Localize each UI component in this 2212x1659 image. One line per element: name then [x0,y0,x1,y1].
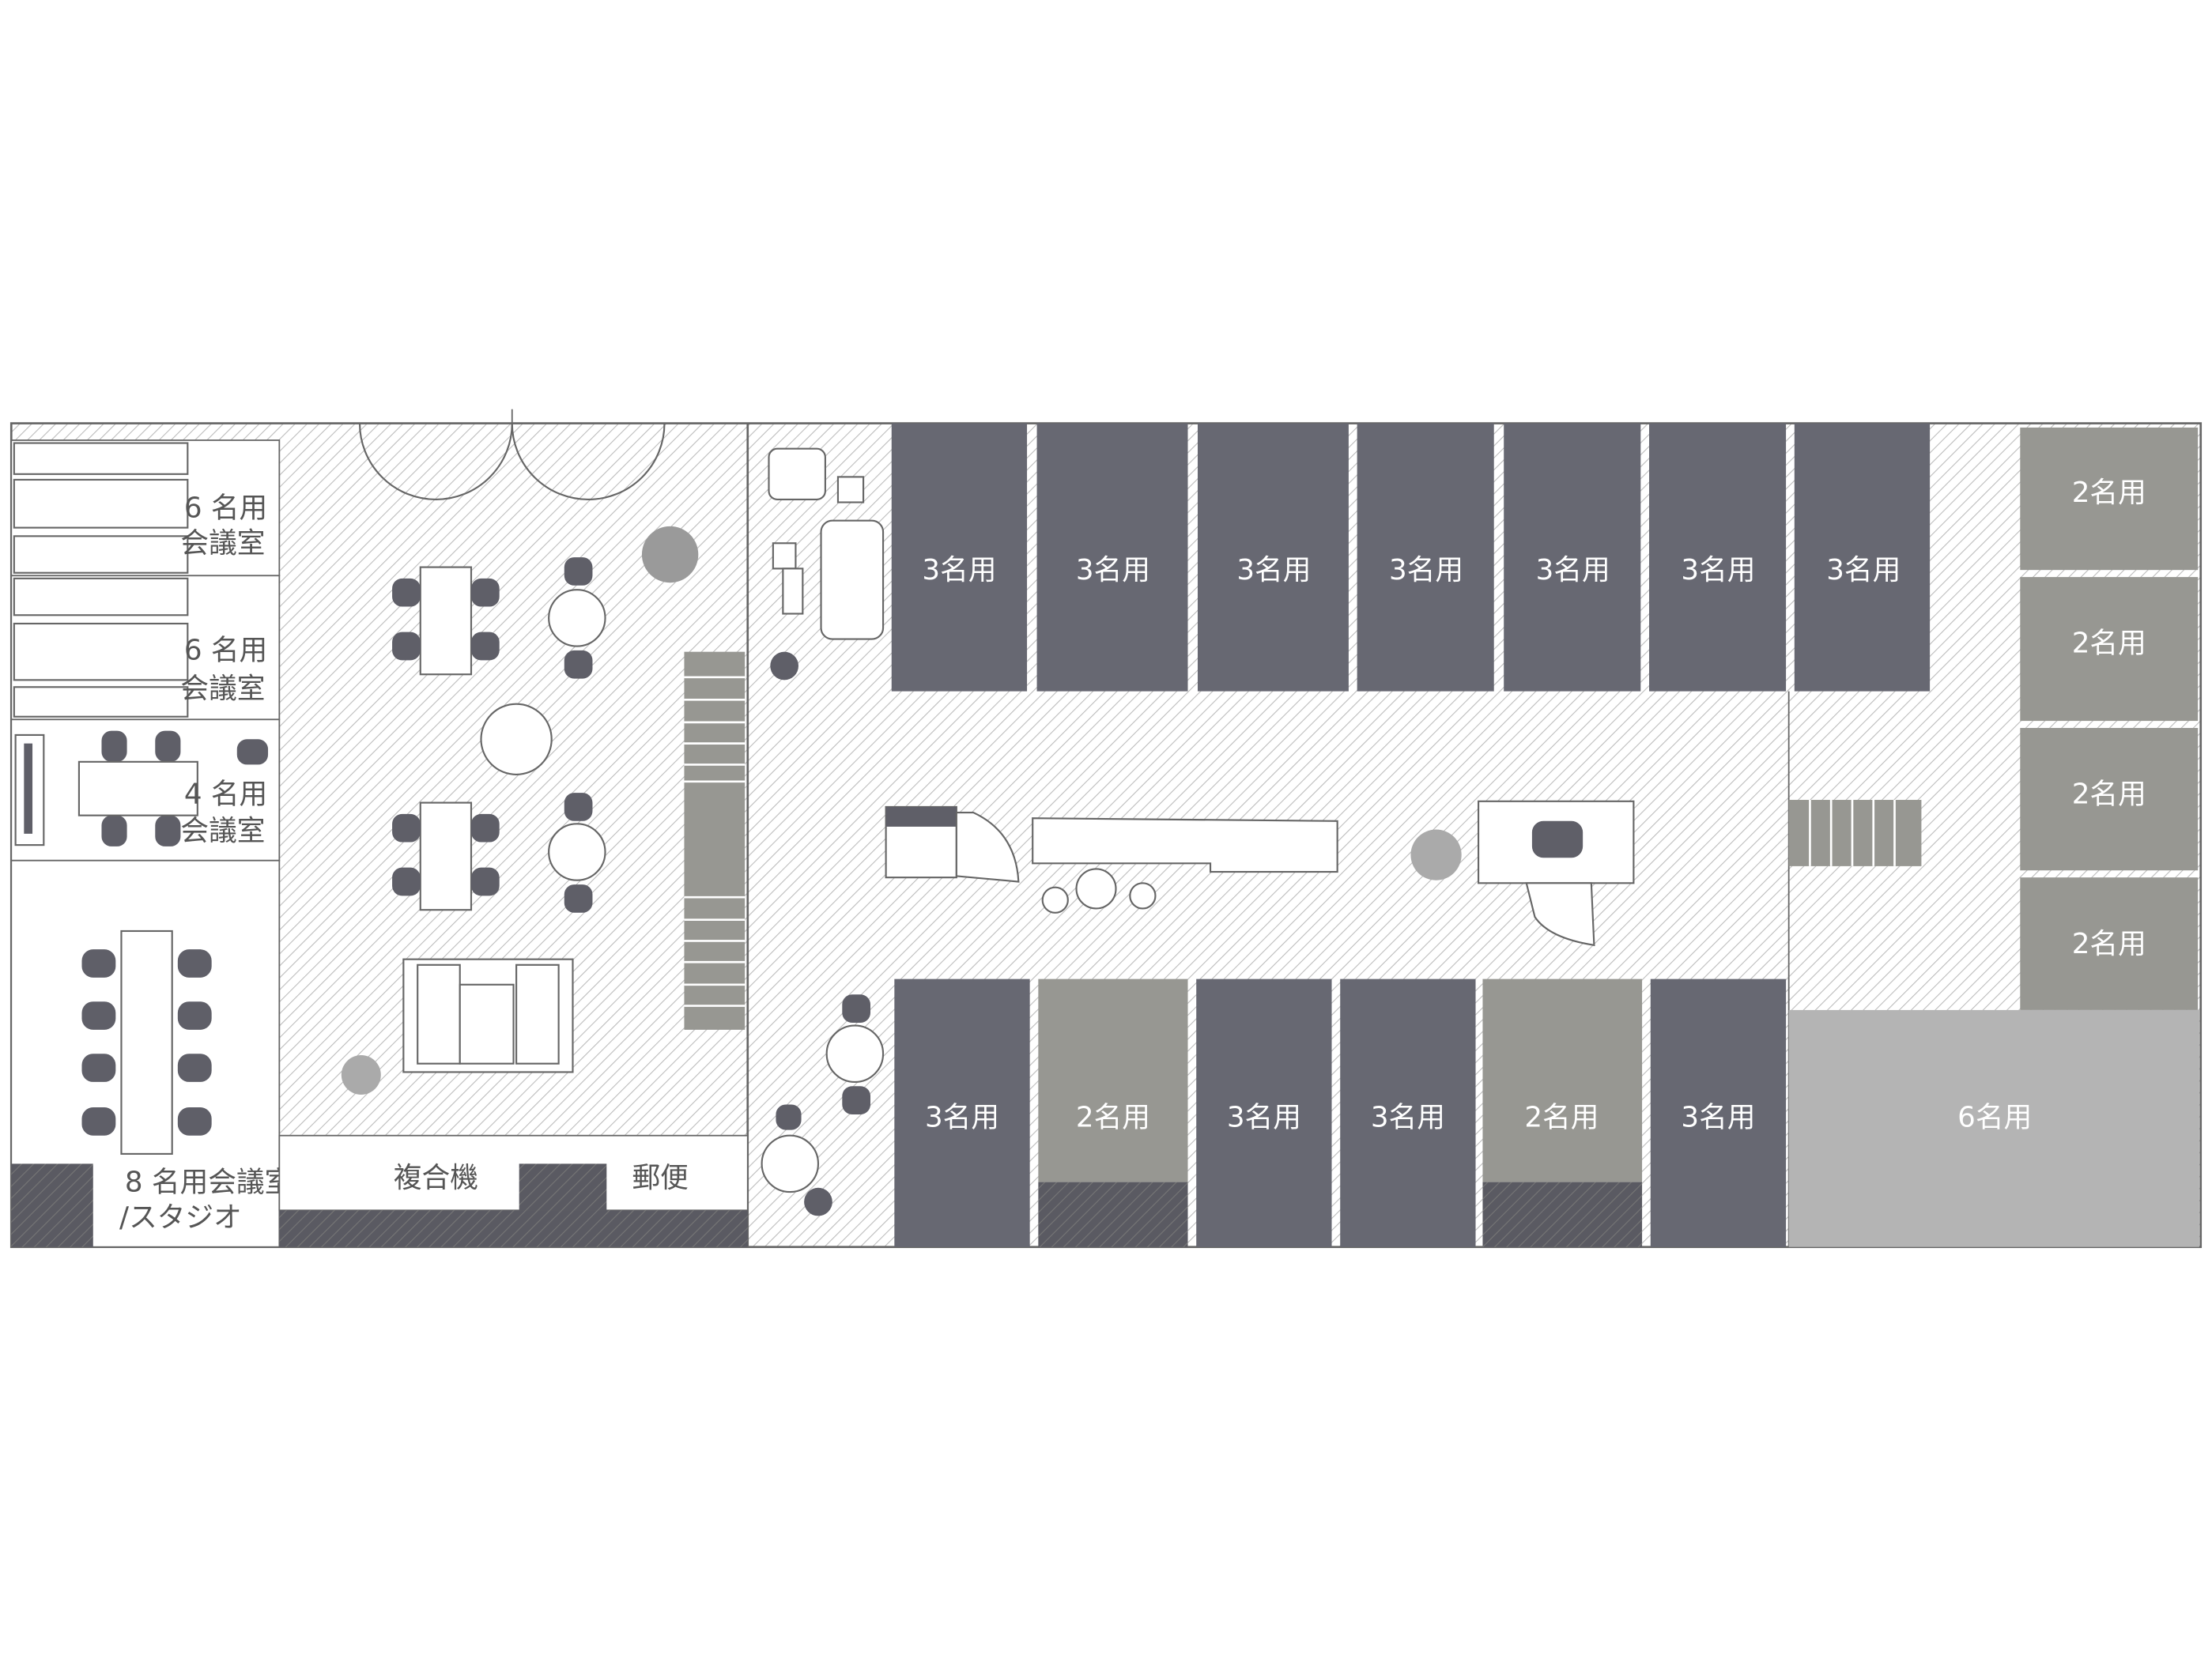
booth-label: 2名用 [2072,928,2146,960]
booth-label: 3名用 [1826,554,1901,586]
booth-3[interactable]: 3名用 [1357,423,1494,692]
room-label: 会議室 [180,673,265,705]
booth-2[interactable]: 2名用 [2020,577,2199,722]
booth-2[interactable]: 2名用 [2020,728,2199,871]
meeting-room-8-studio[interactable]: 8 名用会議室 /スタジオ [10,859,293,1248]
booth-label: 3名用 [1536,554,1610,586]
booth-3[interactable]: 3名用 [1197,423,1349,692]
booth-label: 2名用 [2072,477,2146,509]
top-booths: 3名用 3名用 3名用 3名用 3名用 3名用 3名用 [891,423,1931,692]
booth-2[interactable]: 2名用 [2020,427,2199,571]
room-label: 6名用 [1957,1101,2032,1133]
room-label: 8 名用会議室 [125,1166,293,1198]
booth-label: 3名用 [1389,554,1463,586]
booth-label: 3名用 [1681,1101,1755,1133]
booth-label: 2名用 [1524,1101,1599,1133]
room-label: 会議室 [180,527,265,560]
facility-strip [278,1134,749,1212]
booth-3[interactable]: 3名用 [894,978,1030,1247]
booth-label: 2名用 [2072,779,2146,811]
booth-label: 3名用 [925,1101,999,1133]
room-label: 6 名用 [184,635,267,667]
meeting-room-6a[interactable]: 6 名用 会議室 [10,439,281,577]
room-label: 6 名用 [184,492,267,524]
right-booths: 2名用 2名用 2名用 2名用 [2020,427,2199,1010]
booth-3[interactable]: 3名用 [1036,423,1188,692]
booth-2[interactable]: 2名用 [1482,978,1643,1247]
booth-label: 3名用 [1681,554,1755,586]
stairs [1788,800,1922,866]
wall-block [519,1163,607,1211]
room-label: 会議室 [180,815,265,847]
booth-3[interactable]: 3名用 [1650,978,1787,1247]
booth-3[interactable]: 3名用 [891,423,1028,692]
bottom-booths: 3名用 2名用 3名用 3名用 2名用 3名用 [894,978,1787,1247]
center-lounge-furniture [761,447,1635,1216]
booth-label: 3名用 [1236,554,1311,586]
booth-3[interactable]: 3名用 [1504,423,1641,692]
lounge-furniture [341,526,746,1095]
room-6[interactable]: 6名用 [1788,1009,2199,1247]
booth-label: 3名用 [1076,554,1150,586]
wall-block [279,1210,748,1247]
room-label: 4 名用 [184,779,267,811]
booth-label: 3名用 [922,554,996,586]
booth-label: 2名用 [2072,628,2146,660]
plant-icon [641,526,699,583]
room-label: /スタジオ [119,1201,242,1234]
plant-icon [1410,829,1462,880]
meeting-room-6b[interactable]: 6 名用 会議室 [10,575,281,721]
booth-3[interactable]: 3名用 [1794,423,1931,692]
plant-icon [341,1055,381,1095]
door-right[interactable] [511,423,666,501]
booth-label: 2名用 [1076,1101,1150,1133]
booth-label: 3名用 [1371,1101,1445,1133]
copier-label[interactable]: 複合機 [394,1162,478,1194]
booth-2[interactable]: 2名用 [1038,978,1188,1247]
door-left[interactable] [358,423,513,501]
booth-label: 3名用 [1227,1101,1301,1133]
booth-2[interactable]: 2名用 [2020,877,2199,1010]
booth-3[interactable]: 3名用 [1196,978,1332,1247]
booth-3[interactable]: 3名用 [1649,423,1787,692]
booth-3[interactable]: 3名用 [1340,978,1476,1247]
meeting-room-4[interactable]: 4 名用 会議室 [10,718,281,862]
mail-label[interactable]: 郵便 [632,1162,688,1194]
